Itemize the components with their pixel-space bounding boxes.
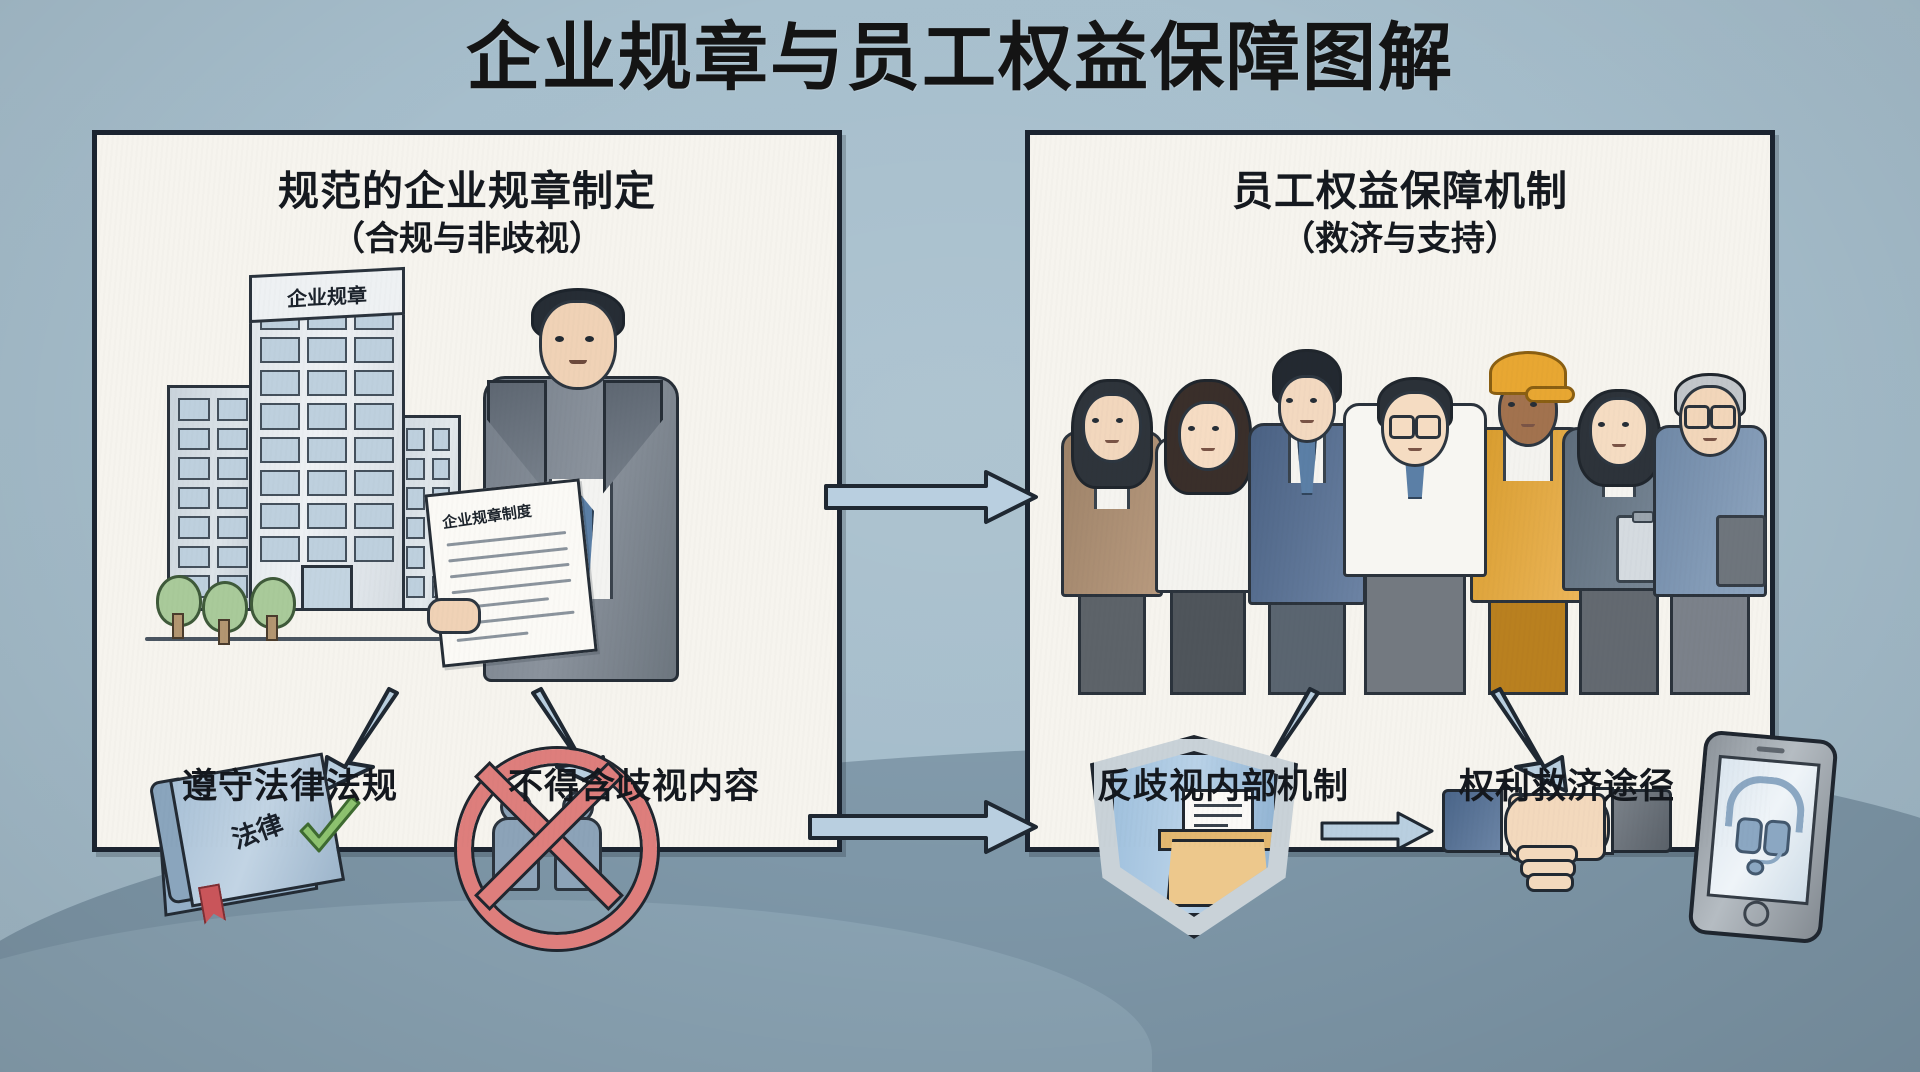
panel-corporate-rules: 规范的企业规章制定 （合规与非歧视）	[92, 130, 842, 949]
caption-no-discriminatory-content: 不得含歧视内容	[507, 767, 760, 806]
panel-employee-rights: 员工权益保障机制 （救济与支持）	[1025, 130, 1839, 945]
caption-comply-with-law: 遵守法律法规	[181, 767, 398, 806]
employee-man-glasses-center	[1340, 351, 1490, 695]
tree-icon	[247, 577, 296, 641]
manager-eye-right	[585, 336, 594, 342]
employee-woman-white-shirt	[1150, 375, 1266, 695]
tree-icon	[199, 581, 248, 645]
manager-mouth	[569, 360, 587, 364]
caption-rights-remedy-channels: 权利救济途径	[1458, 767, 1675, 806]
manager-hand	[427, 598, 481, 634]
document-folder-icon	[1716, 515, 1766, 587]
employee-woman-brown-blazer	[1058, 365, 1166, 695]
manager-eye-left	[555, 336, 564, 342]
ground-line	[145, 637, 461, 641]
handshake-icon	[1442, 753, 1672, 913]
headset-mic-tip	[1745, 858, 1765, 877]
arrow-to-remedy-channel	[1476, 687, 1596, 797]
diverse-employees-group	[1054, 295, 1767, 695]
panel-right-subtitle: （救济与支持）	[1281, 220, 1519, 258]
page-title: 企业规章与员工权益保障图解	[466, 16, 1454, 99]
arrow-panels-bottom-link	[808, 800, 1038, 854]
law-book-icon: 法律	[145, 747, 385, 927]
manager-with-policy-document: 企业规章制度	[424, 280, 717, 700]
tree-icon	[153, 575, 202, 639]
panel-left-title: 规范的企业规章制定	[278, 168, 656, 214]
building-sign: 企业规章	[249, 266, 405, 324]
manager-head	[539, 300, 617, 390]
caption-internal-anti-discrimination: 反歧视内部机制	[1096, 767, 1349, 806]
building-main-tower	[249, 287, 405, 611]
building-left-wing	[167, 385, 259, 611]
panel-right-title: 员工权益保障机制	[1232, 168, 1568, 214]
handshake-sleeve-right	[1604, 789, 1672, 853]
employee-senior-man-folder	[1650, 359, 1770, 695]
check-mark-icon	[293, 793, 367, 867]
policy-document-title: 企业规章制度	[441, 502, 533, 533]
phone-speaker	[1756, 746, 1785, 754]
law-book-label: 法律	[227, 808, 288, 855]
arrow-panels-top-link	[824, 470, 1038, 524]
building-entrance	[301, 565, 353, 608]
phone-home-button	[1742, 899, 1771, 928]
policy-document: 企业规章制度	[424, 478, 598, 668]
arrow-shield-to-handshake	[1320, 811, 1434, 851]
office-building-illustration: 企业规章	[137, 265, 467, 685]
shield-suggestion-box-icon	[1090, 735, 1300, 939]
panel-left-subtitle: （合规与非歧视）	[331, 220, 603, 258]
